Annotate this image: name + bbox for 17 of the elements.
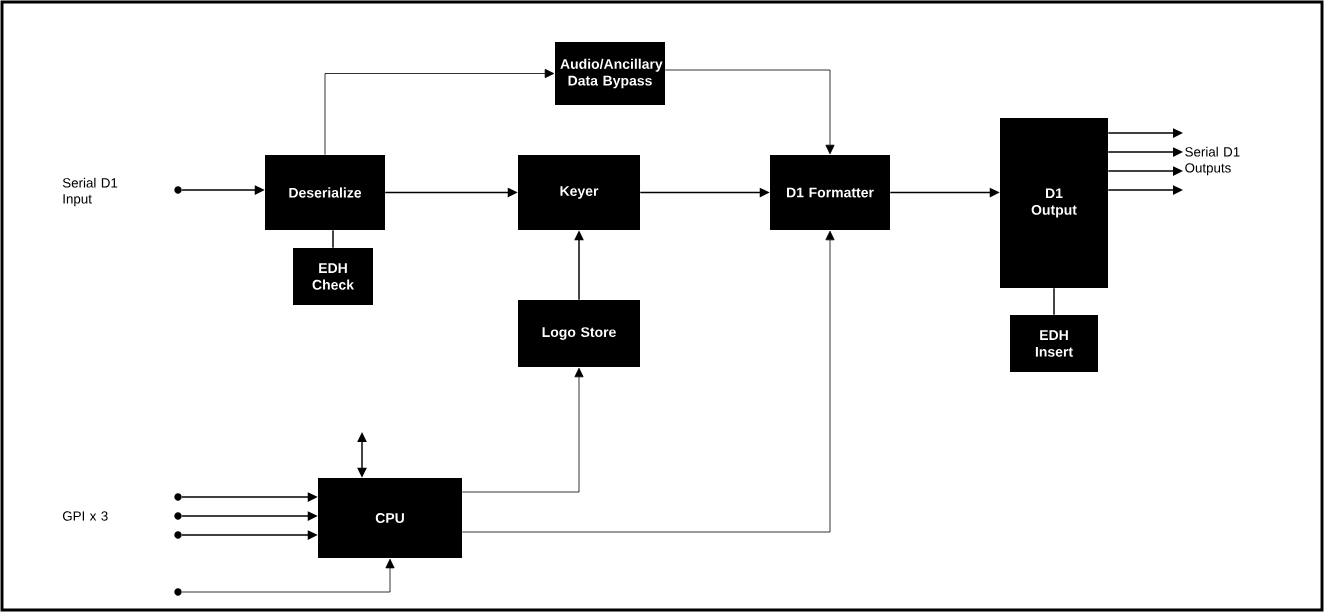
process-box: D1 Formatter bbox=[770, 155, 890, 230]
process-box: EDH Insert bbox=[1010, 315, 1098, 373]
process-box: CPU bbox=[318, 478, 462, 558]
process-box: Deserialize bbox=[265, 155, 385, 230]
process-box: Audio/Ancillary Data Bypass bbox=[555, 42, 665, 105]
process-box: EDH Check bbox=[293, 248, 373, 306]
arrow bbox=[461, 230, 835, 533]
gpi-label: GPI x 3 bbox=[62, 511, 108, 521]
process-box: D1 Output bbox=[1000, 118, 1108, 288]
process-box: Keyer bbox=[518, 155, 640, 230]
arrow bbox=[461, 367, 584, 493]
arrow bbox=[664, 69, 835, 155]
input-label: Serial D1 Input bbox=[62, 177, 118, 207]
output-label: Serial D1 Outputs bbox=[1185, 146, 1240, 176]
process-box: Logo Store bbox=[518, 300, 640, 367]
arrow bbox=[324, 68, 555, 156]
arrow bbox=[181, 558, 395, 593]
